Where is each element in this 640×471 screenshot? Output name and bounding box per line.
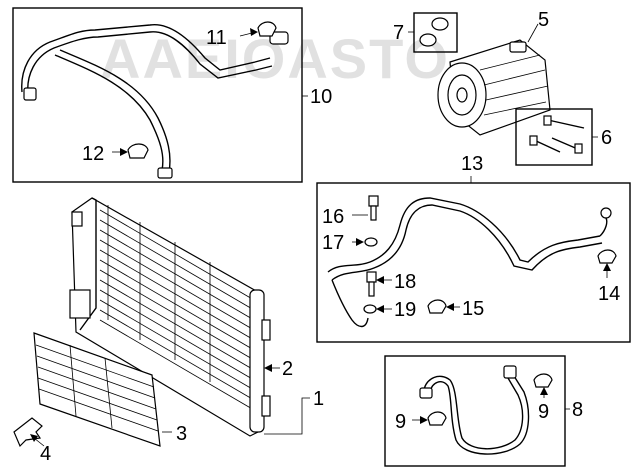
bracket-4 <box>13 417 43 448</box>
callout-14: 14 <box>598 283 620 305</box>
arrow-17 <box>356 238 364 246</box>
sensor-18 <box>366 271 377 297</box>
callout-15: 15 <box>462 298 484 320</box>
sensor-16 <box>368 195 379 221</box>
clip-15 <box>427 299 447 314</box>
callout-16: 16 <box>322 206 344 228</box>
group-box-7 <box>413 12 458 53</box>
callout-18: 18 <box>394 271 416 293</box>
group-box-13 <box>316 182 631 343</box>
arrow-14 <box>603 263 611 271</box>
caps-7 <box>419 17 449 47</box>
hose-assembly-13 <box>327 197 612 328</box>
callout-19: 19 <box>394 299 416 321</box>
callout-9b: 9 <box>538 401 549 423</box>
compressor-5 <box>437 39 551 136</box>
clip-14 <box>597 249 617 264</box>
callout-3: 3 <box>176 423 187 445</box>
air-guide-panel-3 <box>33 332 161 447</box>
arrow-11 <box>250 28 258 36</box>
callout-13: 13 <box>461 153 483 175</box>
group-box-8 <box>384 355 566 467</box>
callout-5: 5 <box>538 9 549 31</box>
condenser-1 <box>69 197 263 437</box>
receiver-dryer-2 <box>249 289 271 433</box>
callout-17: 17 <box>322 232 344 254</box>
callout-7: 7 <box>393 22 404 44</box>
clip-11 <box>257 21 277 37</box>
arrow-12 <box>120 148 128 156</box>
clip-9b <box>533 373 553 388</box>
callout-2: 2 <box>282 358 293 380</box>
arrow-19 <box>376 305 384 313</box>
bolts-6 <box>529 115 585 154</box>
arrow-9a <box>420 416 428 424</box>
o-ring-19 <box>363 304 377 314</box>
leader-1 <box>264 397 310 435</box>
group-box-10 <box>12 7 303 183</box>
callout-4: 4 <box>40 443 51 465</box>
hose-assembly-10 <box>21 24 289 179</box>
arrow-2 <box>264 364 272 372</box>
callout-9a: 9 <box>395 411 406 433</box>
clip-9a <box>427 411 447 426</box>
clip-12 <box>127 143 149 159</box>
arrow-4 <box>30 434 38 442</box>
o-ring-17 <box>364 237 378 247</box>
callout-8: 8 <box>572 399 583 421</box>
arrow-18 <box>376 276 384 284</box>
callout-10: 10 <box>310 86 332 108</box>
arrow-9b <box>540 387 548 395</box>
callout-1: 1 <box>313 388 324 410</box>
callout-12: 12 <box>82 143 104 165</box>
leader-5 <box>527 23 539 43</box>
arrow-15 <box>446 303 454 311</box>
callout-6: 6 <box>601 127 612 149</box>
callout-11: 11 <box>206 27 227 49</box>
hose-assembly-8 <box>419 365 530 455</box>
